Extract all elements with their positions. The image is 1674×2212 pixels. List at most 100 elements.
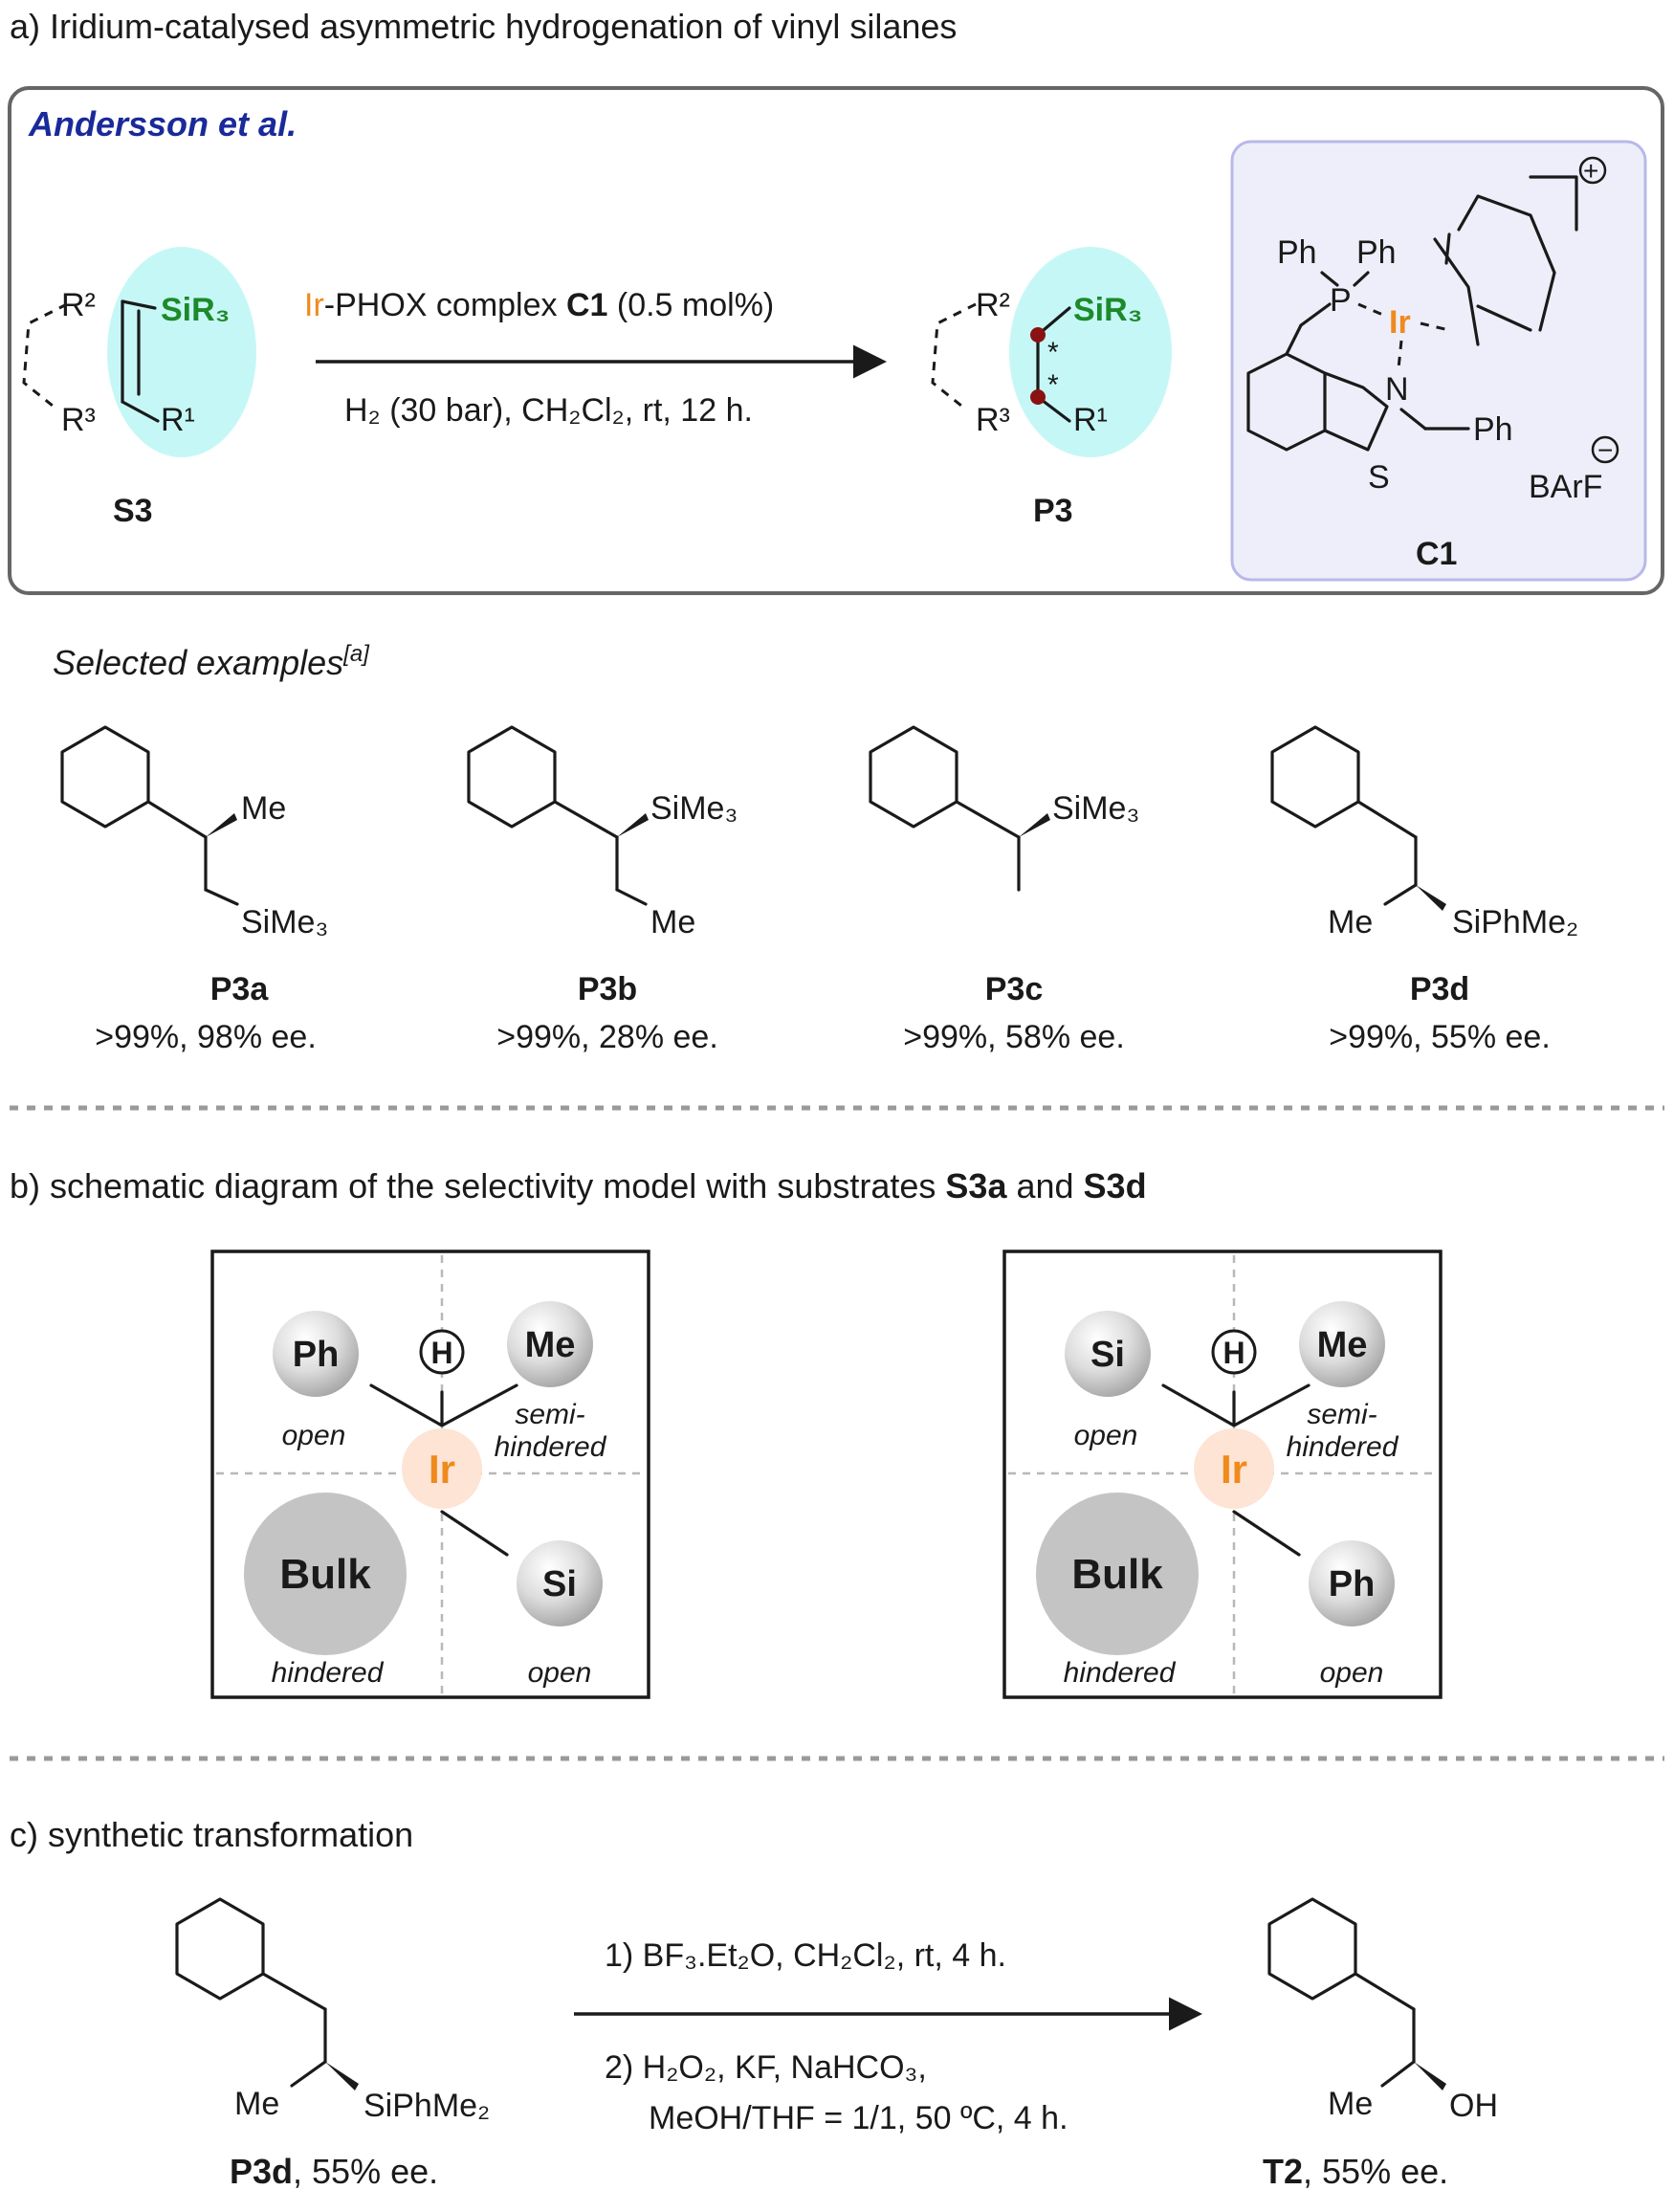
- ball-me: [507, 1301, 593, 1387]
- r3-label: R³: [61, 402, 96, 438]
- catalyst-box: [1230, 140, 1647, 582]
- ph-label-2: Ph: [1356, 234, 1397, 271]
- title-and: and: [1006, 1166, 1083, 1206]
- group-me: Me: [650, 904, 695, 940]
- bond-ch2: [1299, 302, 1332, 327]
- ring-dashed-bond: [22, 302, 68, 411]
- cod-double: [1444, 232, 1451, 265]
- bond: [1232, 1383, 1311, 1427]
- ph-label: Ph: [1277, 234, 1317, 271]
- bond: [146, 800, 208, 839]
- example-result: >99%, 28% ee.: [496, 1019, 718, 1055]
- sir3-label: SiR₃: [161, 292, 230, 328]
- authors-label: Andersson et al.: [28, 104, 297, 144]
- substrate-label: S3: [113, 493, 153, 529]
- h-circle: [419, 1329, 465, 1375]
- n-atom: N: [1385, 371, 1409, 408]
- group-me: Me: [234, 2086, 279, 2122]
- bond-ch2-2: [1285, 323, 1303, 356]
- label-open: open: [1074, 1420, 1138, 1451]
- start-label: P3d: [230, 2152, 293, 2191]
- example-label: P3b: [578, 971, 637, 1007]
- plus-sign: +: [1583, 156, 1598, 186]
- example-result: >99%, 98% ee.: [95, 1019, 317, 1055]
- r1-label: R¹: [161, 402, 195, 438]
- group-sime3: SiMe₃: [1052, 790, 1139, 827]
- wedge-bond: [1414, 2062, 1446, 2090]
- section-c-title: c) synthetic transformation: [10, 1815, 413, 1854]
- bond-si: [121, 299, 157, 310]
- example-label: P3a: [210, 971, 270, 1007]
- group-siphme2: SiPhMe₂: [1452, 904, 1578, 940]
- wedge-bond: [206, 813, 237, 837]
- stereocenter-dot: [1030, 327, 1046, 343]
- benzene-ring: [467, 725, 557, 829]
- thiazole-ring: [1323, 371, 1389, 452]
- highlight-ellipse: [107, 247, 256, 457]
- step-2b: MeOH/THF = 1/1, 50 ºC, 4 h.: [649, 2100, 1068, 2136]
- group-sime3: SiMe₃: [241, 904, 328, 940]
- label-hindered: hindered: [495, 1431, 607, 1463]
- ir-cod-bond: [1420, 321, 1450, 332]
- reaction-arrow-c: 1) BF₃.Et₂O, CH₂Cl₂, rt, 4 h. 2) H₂O₂, K…: [574, 1937, 1202, 2136]
- r2-label: R²: [976, 287, 1010, 323]
- reagent-ir: Ir: [304, 287, 324, 323]
- examples-heading-text: Selected examples: [53, 643, 343, 682]
- group-me: Me: [1328, 2086, 1373, 2122]
- h-label: H: [430, 1336, 452, 1370]
- conditions-text: H₂ (30 bar), CH₂Cl₂, rt, 12 h.: [344, 392, 753, 429]
- ball-me-label: Me: [1317, 1325, 1368, 1365]
- label-hindered: hindered: [1287, 1431, 1399, 1463]
- ball-si-label: Si: [1090, 1335, 1125, 1375]
- step-1: 1) BF₃.Et₂O, CH₂Cl₂, rt, 4 h.: [605, 1937, 1006, 1974]
- ball-ph: [273, 1311, 359, 1397]
- ball-bulk-label: Bulk: [279, 1551, 371, 1598]
- plus-circle: [1578, 156, 1607, 185]
- ir-halo: [402, 1428, 482, 1509]
- label-hindered-bottom: hindered: [272, 1657, 385, 1689]
- h-circle: [1211, 1329, 1257, 1375]
- bond: [369, 1383, 444, 1427]
- reaction-arrow-a: Ir-PHOX complex C1 (0.5 mol%) H₂ (30 bar…: [304, 287, 887, 429]
- bond: [1380, 2060, 1416, 2088]
- bond: [1232, 1510, 1301, 1557]
- p-atom: P: [1330, 282, 1352, 319]
- bond: [615, 888, 648, 906]
- ball-ph-label: Ph: [1329, 1564, 1376, 1604]
- section-a-title: a) Iridium-catalysed asymmetric hydrogen…: [10, 7, 957, 46]
- bond: [1161, 1383, 1236, 1427]
- product-t2: Me OH T2, 55% ee.: [1263, 1897, 1498, 2191]
- start-ee: , 55% ee.: [293, 2152, 438, 2191]
- bond: [261, 1972, 327, 2011]
- start-caption: P3d, 55% ee.: [230, 2152, 438, 2191]
- wedge-bond: [1416, 885, 1446, 911]
- label-open-bottom: open: [1320, 1657, 1384, 1689]
- ball-me: [1299, 1301, 1385, 1387]
- title-s3a: S3a: [945, 1166, 1007, 1206]
- catalyst-label: C1: [1416, 536, 1457, 572]
- product-label: P3: [1033, 493, 1073, 529]
- examples-heading: Selected examples[a]: [53, 641, 370, 682]
- wedge-bond: [1019, 813, 1050, 837]
- title-pre: b) schematic diagram of the selectivity …: [10, 1166, 945, 1206]
- s-atom: S: [1368, 459, 1390, 496]
- benzene-ring: [1270, 725, 1360, 829]
- example-p3d: Me SiPhMe₂ P3d >99%, 55% ee.: [1270, 725, 1578, 1055]
- h-label: H: [1222, 1336, 1244, 1370]
- title-s3d: S3d: [1084, 1166, 1147, 1206]
- ball-si-label: Si: [542, 1564, 577, 1604]
- example-p3c: SiMe₃ P3c >99%, 58% ee.: [869, 725, 1139, 1055]
- bond: [1354, 1972, 1416, 2011]
- r1-label: R¹: [1073, 402, 1108, 438]
- group-siphme2: SiPhMe₂: [363, 2088, 490, 2124]
- cod-ring: [1457, 194, 1556, 332]
- p-ir-bond: [1357, 302, 1386, 318]
- barf-label: BArF: [1529, 469, 1602, 505]
- wedge-bond: [617, 813, 649, 837]
- label-open-bottom: open: [528, 1657, 592, 1689]
- minus-circle: [1591, 435, 1619, 464]
- start-material-p3d: Me SiPhMe₂ P3d, 55% ee.: [175, 1897, 490, 2191]
- substrate-s3: R² SiR₃ R³ R¹ S3: [22, 247, 256, 529]
- ring-dashed-bond: [931, 302, 977, 411]
- group-me: Me: [1328, 904, 1373, 940]
